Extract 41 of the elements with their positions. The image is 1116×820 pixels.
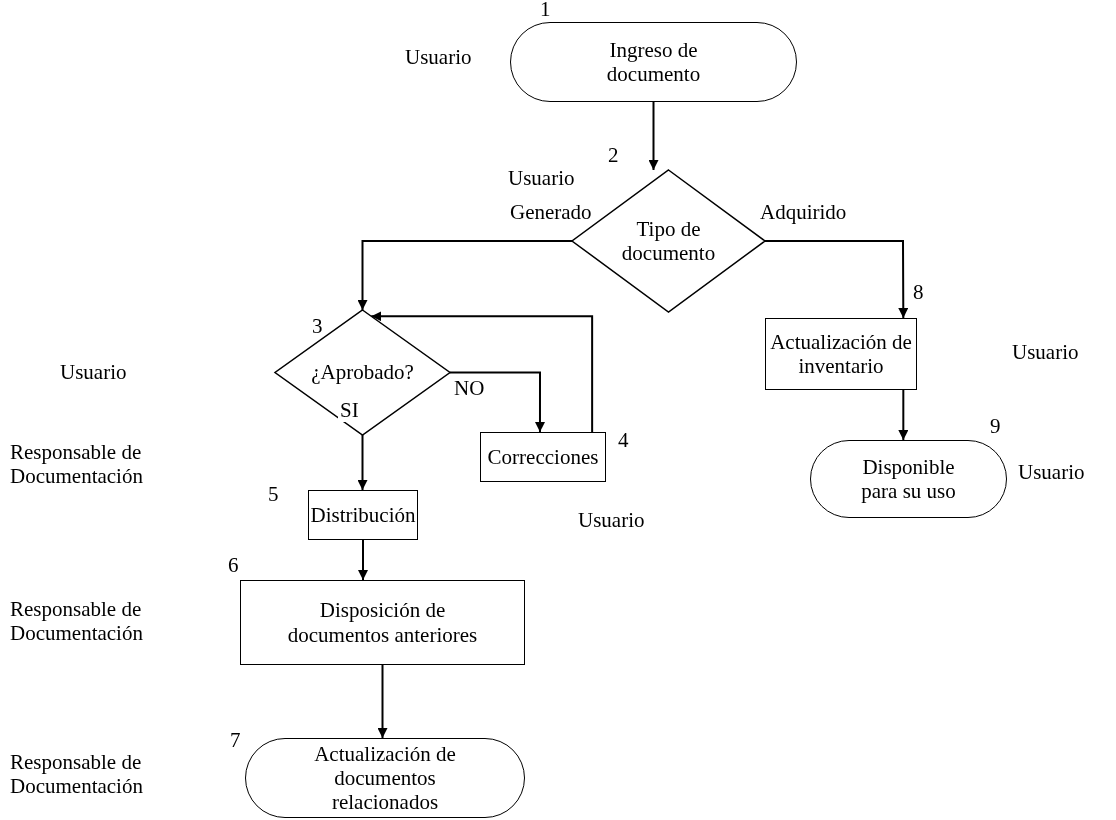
step-number: 3	[312, 314, 323, 339]
node-label: Ingreso de documento	[605, 37, 702, 87]
role-label: Usuario	[508, 166, 575, 191]
arrow	[764, 240, 909, 319]
node-label: ¿Aprobado?	[311, 360, 414, 385]
step-number: 1	[540, 0, 551, 22]
arrow	[648, 101, 659, 171]
node-label: Disponible para su uso	[860, 454, 957, 504]
step-number: 2	[608, 143, 619, 168]
step-number: 7	[230, 728, 241, 753]
node-label: Disposición de documentos anteriores	[286, 598, 479, 647]
arrow	[357, 240, 573, 311]
process-box	[240, 580, 525, 665]
process-box	[308, 490, 418, 540]
role-label: Usuario	[578, 508, 645, 533]
node-label: Actualización de documentos relacionados	[313, 741, 457, 815]
role-label: Usuario	[1012, 340, 1079, 365]
arrow	[898, 389, 909, 441]
step-number: 9	[990, 414, 1001, 439]
arrow	[357, 434, 368, 491]
role-label: Usuario	[1018, 460, 1085, 485]
step-number: 8	[913, 280, 924, 305]
process-box	[480, 432, 606, 482]
node-label: Distribución	[310, 502, 416, 528]
node-label: Tipo de documento	[620, 216, 717, 266]
arrow	[377, 664, 388, 739]
arrow	[449, 371, 545, 433]
arrow	[370, 311, 594, 433]
step-number: 5	[268, 482, 279, 507]
role-label: Usuario	[405, 45, 472, 70]
node-label: Actualización de inventario	[769, 329, 913, 379]
arrow	[358, 539, 368, 581]
node-label: Correcciones	[487, 444, 599, 470]
step-number: 4	[618, 428, 629, 453]
step-number: 6	[228, 553, 239, 578]
role-label: Responsable de Documentación	[10, 597, 144, 646]
role-label: Usuario	[60, 360, 127, 385]
decision-diamond	[275, 310, 450, 435]
role-label: Responsable de Documentación	[10, 440, 144, 489]
role-label: Responsable de Documentación	[10, 750, 144, 799]
process-box	[765, 318, 917, 390]
